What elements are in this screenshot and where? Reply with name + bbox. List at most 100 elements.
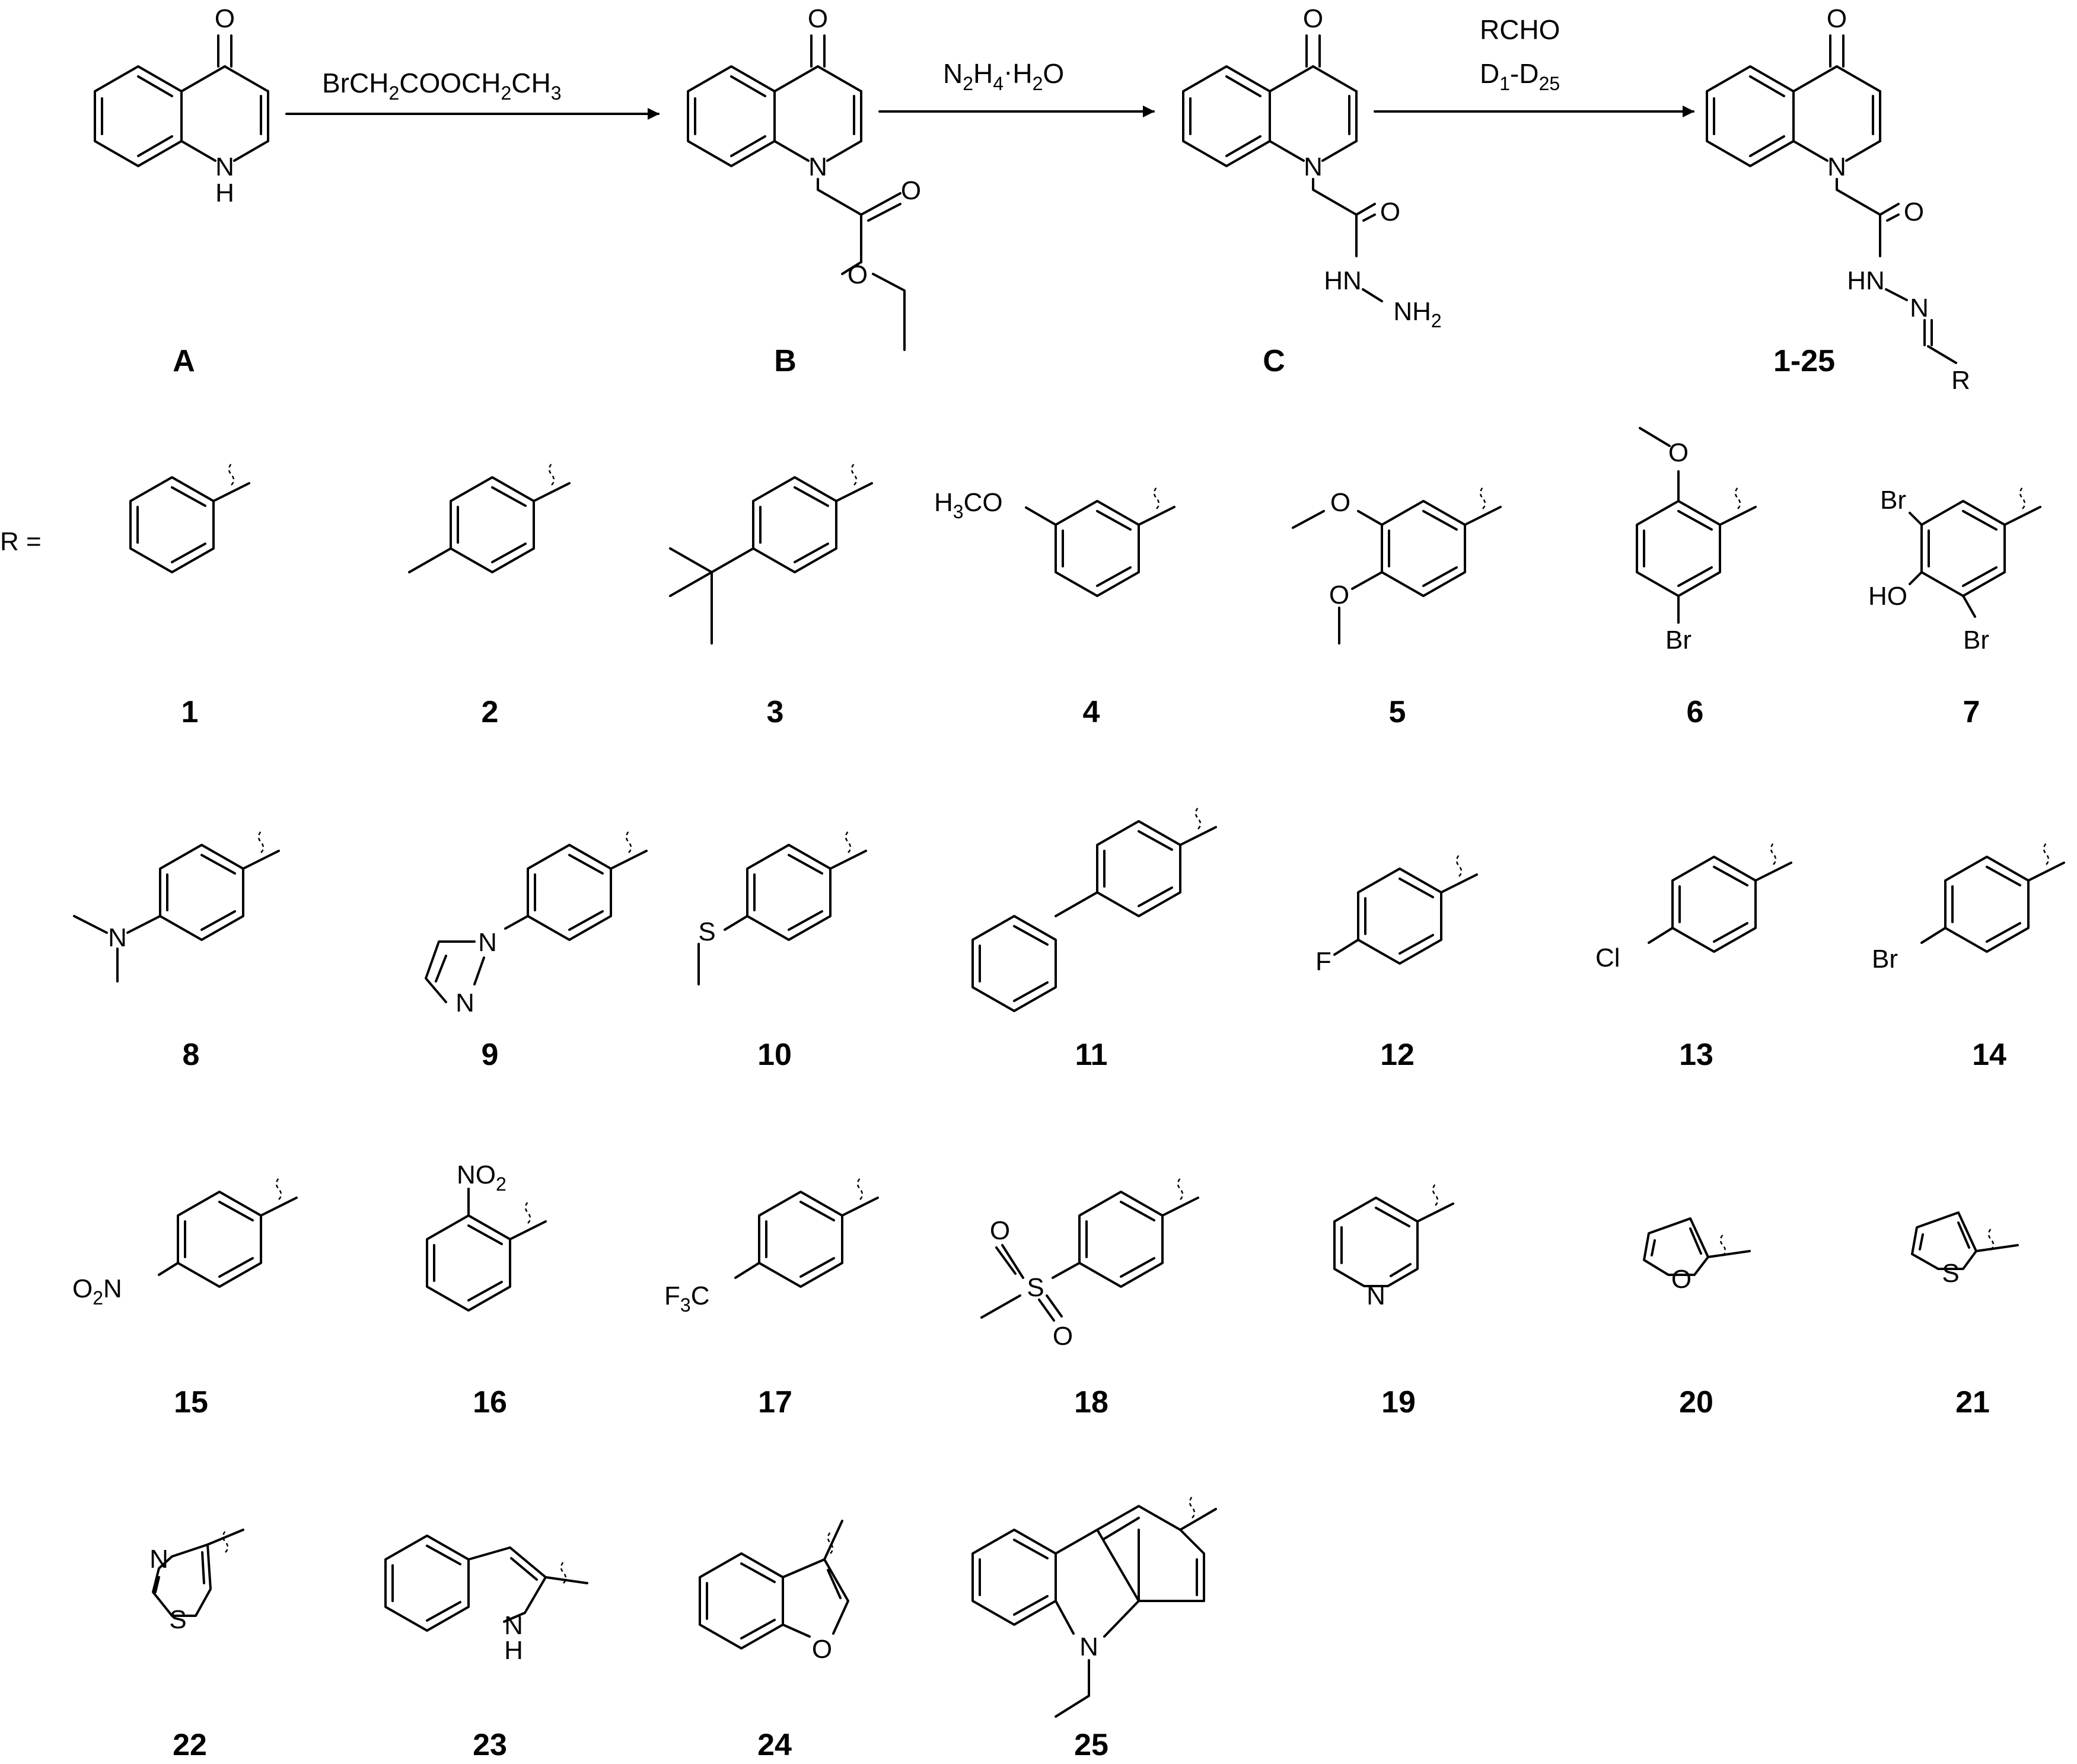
r-group-21-structure: S — [1911, 1211, 2019, 1288]
svg-text:N: N — [808, 152, 827, 181]
r-group-7-structure: Br HO Br — [1868, 486, 2041, 655]
r-group-25-structure: N — [971, 1496, 1217, 1718]
r-group-2-structure — [408, 463, 571, 573]
r-group-prefix: R = — [0, 527, 42, 556]
label-B: B — [774, 344, 797, 378]
svg-text:O: O — [1303, 4, 1323, 33]
svg-text:O: O — [1671, 1265, 1691, 1294]
svg-text:N: N — [1827, 152, 1846, 181]
r-group-6-structure: O Br — [1636, 427, 1757, 655]
svg-text:N: N — [504, 1611, 523, 1640]
svg-text:S: S — [698, 917, 715, 946]
r-group-1-structure — [129, 463, 250, 573]
svg-text:N: N — [1079, 1632, 1098, 1661]
r-group-14-structure: Br — [1872, 843, 2065, 974]
r-group-5-structure: O O — [1292, 487, 1502, 645]
label-r-group-16: 16 — [473, 1385, 507, 1420]
r-group-4-structure: H3CO — [934, 487, 1176, 597]
atom-O: O — [215, 4, 235, 33]
svg-text:O: O — [1668, 438, 1689, 467]
svg-text:O: O — [808, 4, 828, 33]
label-A: A — [173, 344, 195, 378]
svg-text:O: O — [848, 260, 868, 289]
label-r-group-18: 18 — [1074, 1385, 1108, 1420]
r-group-13-structure: Cl — [1595, 843, 1792, 972]
svg-text:O: O — [1904, 197, 1924, 227]
svg-text:F: F — [1315, 947, 1331, 976]
svg-text:O: O — [1053, 1322, 1073, 1351]
label-r-group-6: 6 — [1687, 695, 1704, 729]
r-group-16-structure: NO2 — [426, 1160, 547, 1312]
label-r-group-11: 11 — [1075, 1038, 1108, 1072]
svg-text:H: H — [504, 1636, 523, 1665]
compound-B-structure: O N O O — [687, 4, 921, 351]
label-r-group-23: 23 — [473, 1728, 507, 1762]
label-C: C — [1263, 344, 1285, 378]
r-group-8-structure: N — [73, 831, 280, 983]
label-r-group-14: 14 — [1972, 1038, 2006, 1072]
label-r-group-20: 20 — [1679, 1385, 1713, 1420]
svg-text:O: O — [901, 176, 921, 205]
label-r-group-21: 21 — [1955, 1385, 1990, 1420]
step1-reagent: BrCH2COOCH2CH3 — [322, 68, 562, 104]
svg-text:F3C: F3C — [664, 1281, 709, 1316]
step3-reagent-line2: D1-D25 — [1480, 58, 1560, 94]
svg-text:Cl: Cl — [1595, 943, 1620, 972]
label-r-group-5: 5 — [1389, 695, 1406, 729]
r-group-10-structure: S — [697, 831, 867, 985]
svg-text:O: O — [1380, 197, 1400, 227]
r-group-22-structure: N S — [149, 1529, 244, 1634]
svg-text:HO: HO — [1868, 582, 1907, 611]
label-r-group-17: 17 — [758, 1385, 792, 1420]
svg-text:O2N: O2N — [72, 1274, 122, 1309]
svg-text:H3CO: H3CO — [934, 488, 1003, 522]
svg-text:N: N — [149, 1545, 168, 1574]
svg-text:N: N — [478, 928, 497, 957]
svg-text:O: O — [1330, 488, 1350, 517]
label-r-group-2: 2 — [482, 695, 499, 729]
r-group-3-structure — [669, 463, 873, 645]
r-group-15-structure: O2N — [72, 1178, 298, 1309]
svg-text:O: O — [1329, 580, 1349, 610]
svg-text:R: R — [1951, 366, 1970, 395]
label-products: 1-25 — [1773, 344, 1835, 378]
label-r-group-7: 7 — [1963, 695, 1980, 729]
svg-text:S: S — [1027, 1273, 1044, 1302]
products-structure: O N O HN N R — [1706, 4, 1970, 395]
step2-reagent: N2H4·H2O — [943, 56, 1064, 94]
svg-text:S: S — [1942, 1259, 1959, 1288]
svg-text:Br: Br — [1665, 626, 1691, 655]
atom-H: H — [215, 178, 234, 208]
svg-text:NH2: NH2 — [1393, 297, 1441, 331]
r-group-19-structure: N — [1333, 1184, 1454, 1310]
label-r-group-22: 22 — [173, 1728, 207, 1762]
svg-text:O: O — [1827, 4, 1847, 33]
label-r-group-1: 1 — [181, 695, 199, 729]
svg-text:Br: Br — [1872, 945, 1898, 974]
atom-N: N — [215, 152, 234, 181]
svg-text:N: N — [108, 923, 127, 952]
compound-C-structure: O N O HN NH2 — [1182, 4, 1442, 331]
label-r-group-3: 3 — [767, 695, 784, 729]
label-r-group-9: 9 — [482, 1038, 499, 1072]
label-r-group-13: 13 — [1679, 1038, 1713, 1072]
step3-reagent-line1: RCHO — [1480, 14, 1560, 45]
r-group-11-structure — [971, 807, 1217, 1012]
svg-text:S: S — [169, 1605, 186, 1634]
svg-text:O: O — [812, 1635, 832, 1664]
svg-text:NO2: NO2 — [457, 1160, 506, 1195]
r-group-20-structure: O — [1643, 1217, 1751, 1294]
r-group-9-structure: N N — [425, 831, 648, 1017]
label-r-group-12: 12 — [1380, 1038, 1415, 1072]
label-r-group-19: 19 — [1381, 1385, 1416, 1420]
label-r-group-25: 25 — [1074, 1728, 1108, 1762]
svg-text:N: N — [455, 988, 474, 1017]
svg-text:N: N — [1910, 294, 1929, 323]
label-r-group-10: 10 — [757, 1038, 792, 1072]
svg-text:Br: Br — [1880, 486, 1906, 515]
r-group-17-structure: F3C — [664, 1178, 879, 1316]
svg-text:HN: HN — [1324, 266, 1362, 295]
label-r-group-24: 24 — [757, 1728, 792, 1762]
r-group-18-structure: O S O — [980, 1178, 1199, 1351]
